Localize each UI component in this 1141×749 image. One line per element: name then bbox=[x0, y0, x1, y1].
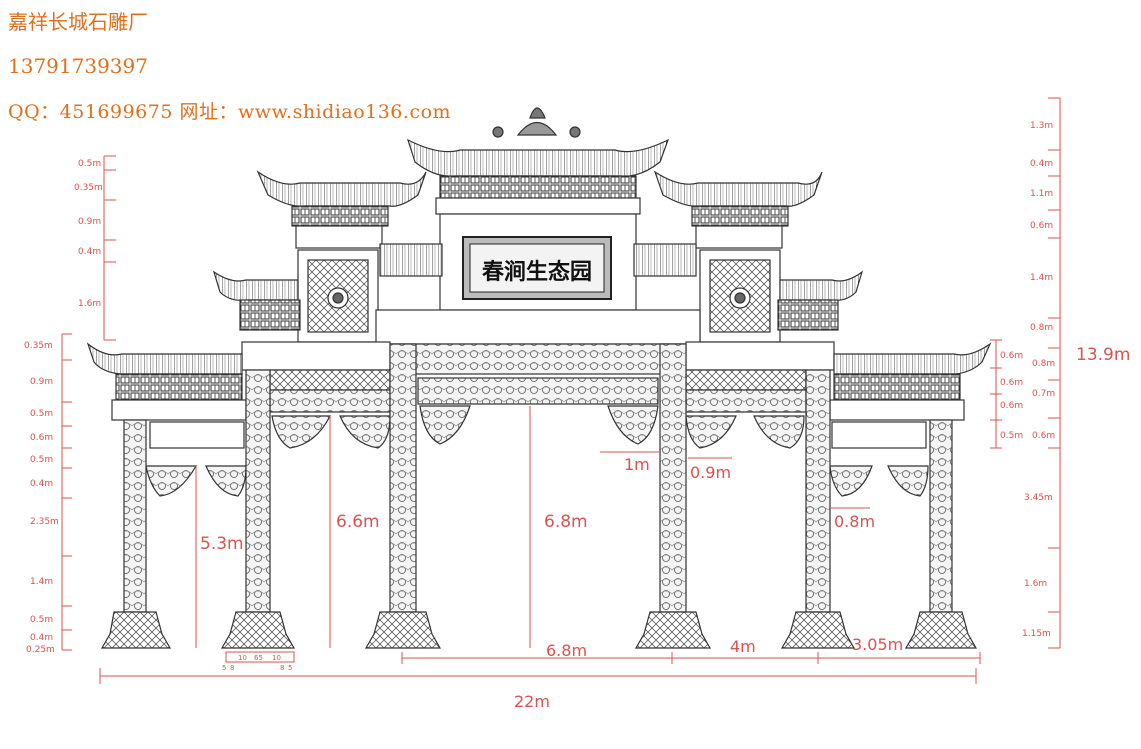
bottom-label: 3.05m bbox=[852, 635, 903, 654]
bottom-label: 6.8m bbox=[546, 641, 587, 660]
total-height-label: 13.9m bbox=[1076, 345, 1130, 365]
dim-label: 0.5m bbox=[78, 159, 101, 169]
width-label: 0.8m bbox=[834, 512, 875, 531]
dim-label: 1.6m bbox=[78, 299, 101, 309]
company-name: 嘉祥长城石雕厂 bbox=[8, 10, 148, 34]
total-width-label: 22m bbox=[514, 692, 550, 711]
dim-label: 0.9m bbox=[78, 217, 101, 227]
dim-label: 2.35m bbox=[30, 517, 59, 527]
dim-label: 0.6m bbox=[1000, 401, 1023, 411]
upper-left-roof bbox=[256, 170, 427, 249]
top-finial bbox=[492, 107, 581, 138]
dim-label: 0.35m bbox=[74, 183, 103, 193]
dim-label: 0.35m bbox=[24, 341, 53, 351]
dim-label: 1.4m bbox=[30, 577, 53, 587]
dim-label: 0.5m bbox=[1000, 431, 1023, 441]
dim-label: 5 bbox=[222, 664, 226, 672]
dim-label: 0.6m bbox=[30, 433, 53, 443]
width-label: 1m bbox=[624, 455, 650, 474]
dim-label: 5 bbox=[288, 664, 292, 672]
dim-label: 0.4m bbox=[1030, 159, 1053, 169]
dim-label: 0.8m bbox=[1032, 359, 1055, 369]
dim-label: 0.7m bbox=[1032, 389, 1055, 399]
mid-left-roof bbox=[212, 270, 301, 331]
dim-label: 0.4m bbox=[30, 633, 53, 643]
base-small-labels: 5 8 10 65 10 8 5 bbox=[222, 654, 292, 672]
contact-info: QQ：451699675 网址：www.shidiao136.com bbox=[8, 101, 452, 123]
center-roof bbox=[406, 138, 670, 215]
dim-label: 0.6m bbox=[1000, 351, 1023, 361]
left-dim-labels: 0.5m 0.35m 0.9m 0.4m 1.6m 0.35m 0.9m 0.5… bbox=[24, 159, 103, 655]
dim-label: 0.6m bbox=[1032, 431, 1055, 441]
right-dim-labels: 1.3m 0.4m 1.1m 0.6m 1.4m 0.8m 0.8m 0.7m … bbox=[1022, 121, 1055, 639]
dim-label: 10 bbox=[238, 654, 247, 662]
dim-label: 0.5m bbox=[30, 455, 53, 465]
width-label: 0.9m bbox=[690, 463, 731, 482]
main-beam bbox=[375, 309, 701, 405]
dimension-lines bbox=[61, 97, 1061, 684]
dim-label: 1.15m bbox=[1022, 629, 1051, 639]
pillar-bases bbox=[100, 611, 978, 649]
outer-right-roof bbox=[829, 342, 992, 421]
dim-label: 0.6m bbox=[1030, 221, 1053, 231]
mid-right-roof bbox=[777, 270, 864, 331]
upper-right-roof bbox=[653, 170, 823, 249]
outer-left-roof bbox=[86, 342, 247, 421]
plaque-text: 春涧生态园 bbox=[482, 259, 592, 285]
dim-label: 0.4m bbox=[30, 479, 53, 489]
dim-label: 0.5m bbox=[30, 615, 53, 625]
span-label: 6.6m bbox=[336, 512, 380, 532]
right-inner-dim-labels: 0.6m 0.6m 0.6m 0.5m bbox=[1000, 351, 1023, 441]
bottom-label: 4m bbox=[730, 637, 756, 656]
dim-label: 0.6m bbox=[1000, 378, 1023, 388]
dim-label: 65 bbox=[254, 654, 263, 662]
dim-label: 8 bbox=[280, 664, 284, 672]
dim-label: 0.25m bbox=[26, 645, 55, 655]
dim-label: 0.5m bbox=[30, 409, 53, 419]
span-label: 6.8m bbox=[544, 512, 588, 532]
right-tower bbox=[699, 249, 781, 343]
pillars bbox=[123, 343, 953, 613]
dim-label: 1.4m bbox=[1030, 273, 1053, 283]
dim-label: 1.1m bbox=[1030, 189, 1053, 199]
dim-label: 0.8m bbox=[1030, 323, 1053, 333]
left-tower bbox=[297, 249, 379, 343]
dim-label: 8 bbox=[230, 664, 234, 672]
dim-label: 1.6m bbox=[1024, 579, 1047, 589]
archway bbox=[86, 107, 992, 649]
dim-label: 1.3m bbox=[1030, 121, 1053, 131]
dim-label: 10 bbox=[272, 654, 281, 662]
dim-label: 3.45m bbox=[1024, 493, 1053, 503]
dim-label: 0.4m bbox=[78, 247, 101, 257]
dim-label: 0.9m bbox=[30, 377, 53, 387]
span-label: 5.3m bbox=[200, 534, 244, 554]
phone-number: 13791739397 bbox=[8, 54, 148, 78]
